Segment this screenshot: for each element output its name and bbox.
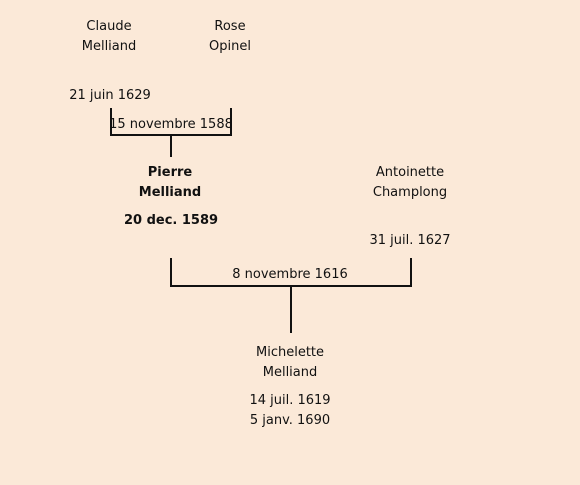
antoinette-first-name: Antoinette (375, 165, 445, 180)
grandfather-line (110, 108, 112, 136)
rose-last-name: Opinel (209, 39, 251, 54)
michelette-birth-date: 14 juil. 1619 (249, 393, 331, 408)
marriage-bar (170, 285, 412, 287)
claude-last-name: Melliand (81, 39, 137, 54)
claude-first-name: Claude (86, 19, 132, 34)
husband-line (170, 258, 172, 287)
descent-line (290, 287, 292, 333)
grandparents-marriage-date: 15 novembre 1588 (109, 117, 233, 132)
pierre-first-name: Pierre (147, 165, 193, 180)
antoinette-last-name: Champlong (372, 185, 448, 200)
michelette-death-date: 5 janv. 1690 (249, 413, 331, 428)
pierre-last-name: Melliand (138, 185, 202, 200)
claude-date: 21 juin 1629 (69, 88, 151, 103)
wife-line (410, 258, 412, 287)
michelette-first-name: Michelette (255, 345, 325, 360)
grandmother-line (230, 108, 232, 136)
pierre-birth-date: 20 dec. 1589 (123, 213, 219, 228)
antoinette-date: 31 juil. 1627 (369, 233, 451, 248)
rose-first-name: Rose (214, 19, 246, 34)
grandparents-descent-line (170, 136, 172, 157)
grandparents-marriage-bar (110, 134, 232, 136)
michelette-last-name: Melliand (262, 365, 318, 380)
marriage-date: 8 novembre 1616 (232, 267, 348, 282)
